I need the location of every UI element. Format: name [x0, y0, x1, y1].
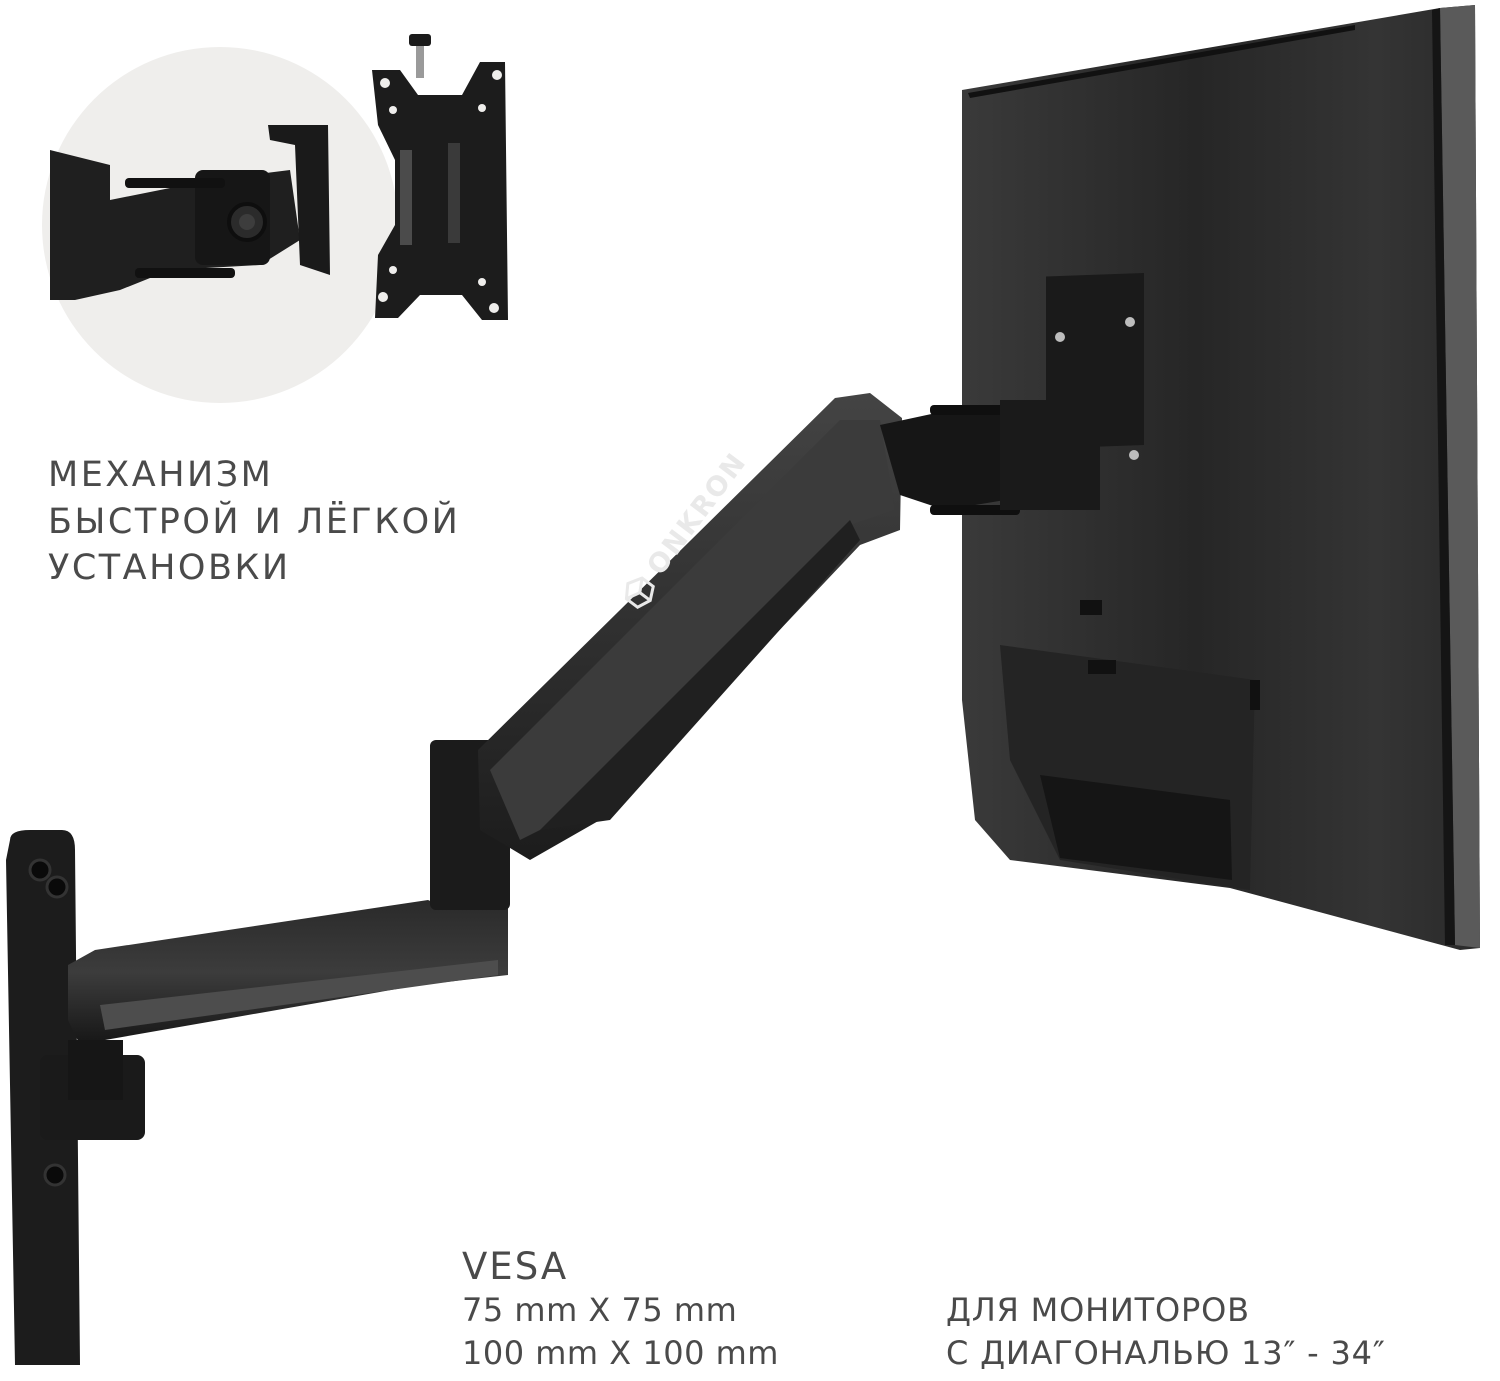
monitor-size-spec: ДЛЯ МОНИТОРОВ С ДИАГОНАЛЬЮ 13″ - 34″ — [946, 1289, 1386, 1375]
vesa-size: 75 mm X 75 mm — [462, 1291, 738, 1329]
brand-logo: ONKRON — [614, 446, 754, 616]
vesa-title: VESA — [462, 1245, 569, 1288]
lower-arm — [68, 740, 510, 1100]
vesa-spec: VESA 75 mm X 75 mm 100 mm X 100 mm — [462, 1245, 779, 1375]
detail-inset — [42, 34, 508, 403]
onkron-cube-logo-icon — [624, 576, 655, 609]
monitor-spec-line: С ДИАГОНАЛЬЮ 13″ - 34″ — [946, 1334, 1386, 1372]
callout-line: УСТАНОВКИ — [48, 548, 291, 588]
monitor-spec-line: ДЛЯ МОНИТОРОВ — [946, 1291, 1250, 1329]
quick-install-callout: МЕХАНИЗМ БЫСТРОЙ И ЛЁГКОЙ УСТАНОВКИ — [48, 452, 460, 592]
vesa-size: 100 mm X 100 mm — [462, 1334, 779, 1372]
callout-line: МЕХАНИЗМ — [48, 455, 274, 495]
callout-line: БЫСТРОЙ И ЛЁГКОЙ — [48, 501, 461, 542]
gas-spring-arm — [478, 393, 1100, 860]
